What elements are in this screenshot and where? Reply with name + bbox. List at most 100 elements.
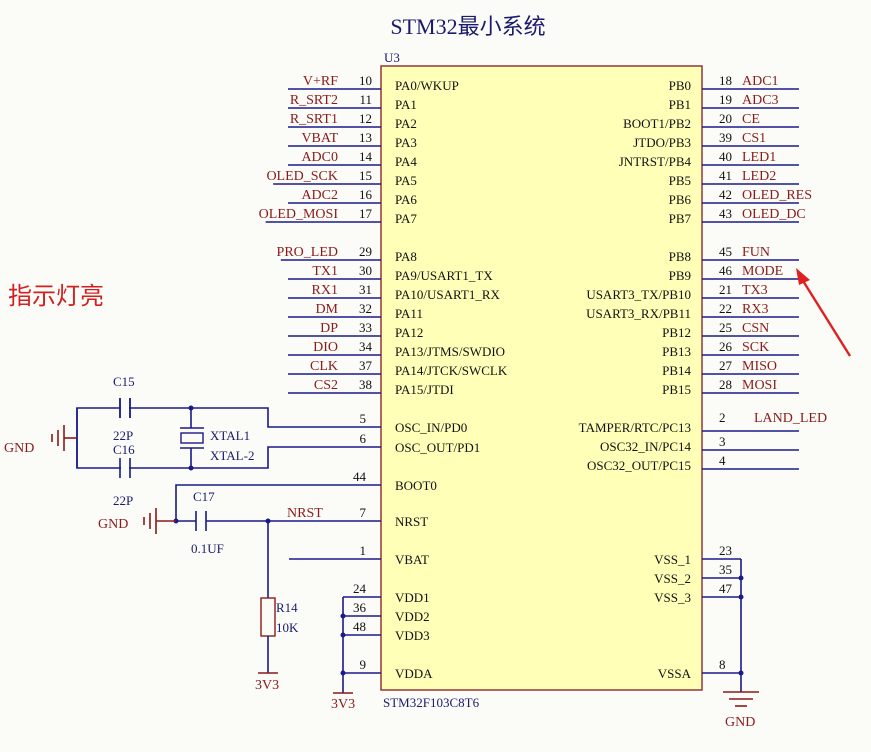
net-label: SCK: [742, 340, 769, 355]
left-pin-1: VBAT 1: [360, 543, 430, 567]
diagram-title: STM32最小系统: [390, 14, 545, 39]
pin-name: PA7: [395, 211, 417, 226]
pin-name: PA14/JTCK/SWCLK: [395, 363, 508, 378]
red-arrow-annotation: [796, 268, 852, 357]
resistor-r14: [260, 597, 276, 637]
net-label: R_SRT1: [290, 112, 338, 127]
pin-name: VDD2: [395, 609, 430, 624]
pin-name: PB7: [669, 211, 692, 226]
pin-number: 34: [359, 339, 373, 354]
pin-number: 2: [719, 410, 726, 425]
pin-number: 5: [360, 411, 367, 426]
c16-value: 22P: [113, 493, 133, 508]
pin-number: 39: [719, 130, 732, 145]
pin-name: VSSA: [658, 666, 692, 681]
pin-name: PB14: [662, 363, 691, 378]
pin-name: PA11: [395, 306, 423, 321]
pin-number: 10: [359, 73, 372, 88]
net-label: OLED_SCK: [266, 169, 338, 184]
net-label: DP: [320, 321, 338, 336]
net-label: CSN: [742, 321, 769, 336]
r14-ref: R14: [276, 600, 298, 615]
net-label: ADC1: [742, 74, 779, 89]
annotation-indicator-on: 指示灯亮: [8, 283, 104, 310]
net-label: RX1: [312, 283, 338, 298]
net-label: PRO_LED: [277, 245, 338, 260]
net-label: RX3: [742, 302, 768, 317]
pin-name: JTDO/PB3: [633, 135, 691, 150]
pin-name: PB9: [669, 268, 691, 283]
pin-name: PB6: [669, 192, 692, 207]
gnd-label-reset: GND: [98, 517, 128, 532]
net-label: LAND_LED: [754, 411, 827, 426]
vdd-rail: 3V3: [331, 596, 381, 712]
pin-number: 11: [359, 92, 372, 107]
pin-name: OSC32_OUT/PC15: [587, 458, 691, 473]
pin-name: PB0: [669, 78, 691, 93]
net-label: TX1: [312, 264, 338, 279]
right-pin-23: VSS_123: [654, 543, 732, 567]
capacitor-c15: [119, 398, 131, 418]
pin-name: PA13/JTMS/SWDIO: [395, 344, 505, 359]
pin-name: USART3_RX/PB11: [586, 306, 691, 321]
pin-number: 13: [359, 130, 372, 145]
net-label: DM: [315, 302, 338, 317]
reset-circuit: C17 0.1UF GND R14 10K 3V3: [98, 484, 381, 693]
pin-name: PB12: [662, 325, 691, 340]
net-label: ADC0: [301, 150, 338, 165]
pin-name: OSC32_IN/PC14: [600, 439, 692, 454]
pin-name: VDDA: [395, 666, 433, 681]
left-pin-12: PA2 12 R_SRT1: [288, 111, 417, 131]
right-pin-47: VSS_347: [654, 581, 732, 605]
pin-name: TAMPER/RTC/PC13: [579, 420, 691, 435]
pin-name: PA2: [395, 116, 417, 131]
pin-name: VDD1: [395, 590, 430, 605]
pin-name: PB1: [669, 97, 691, 112]
net-label: ADC2: [301, 188, 338, 203]
net-label: CE: [742, 112, 760, 127]
net-label: OLED_DC: [742, 207, 806, 222]
pin-number: 9: [360, 657, 367, 672]
mcu-body: [380, 65, 703, 691]
pin-number: 29: [359, 244, 372, 259]
pin-number: 20: [719, 111, 732, 126]
pin-name: PA15/JTDI: [395, 382, 454, 397]
pin-number: 12: [359, 111, 372, 126]
pin-number: 35: [719, 562, 732, 577]
pin-number: 14: [359, 149, 373, 164]
mcu-ref: U3: [384, 50, 400, 65]
pin-name: VSS_1: [654, 552, 691, 567]
pin-name: VBAT: [395, 552, 429, 567]
pin-number: 3: [719, 434, 726, 449]
pin-number: 33: [359, 320, 372, 335]
net-label: NRST: [287, 506, 323, 521]
net-label: V+RF: [303, 74, 338, 89]
pin-name: PA5: [395, 173, 417, 188]
pin-number: 1: [360, 543, 367, 558]
pin-number: 47: [719, 581, 733, 596]
pin-number: 17: [359, 206, 373, 221]
